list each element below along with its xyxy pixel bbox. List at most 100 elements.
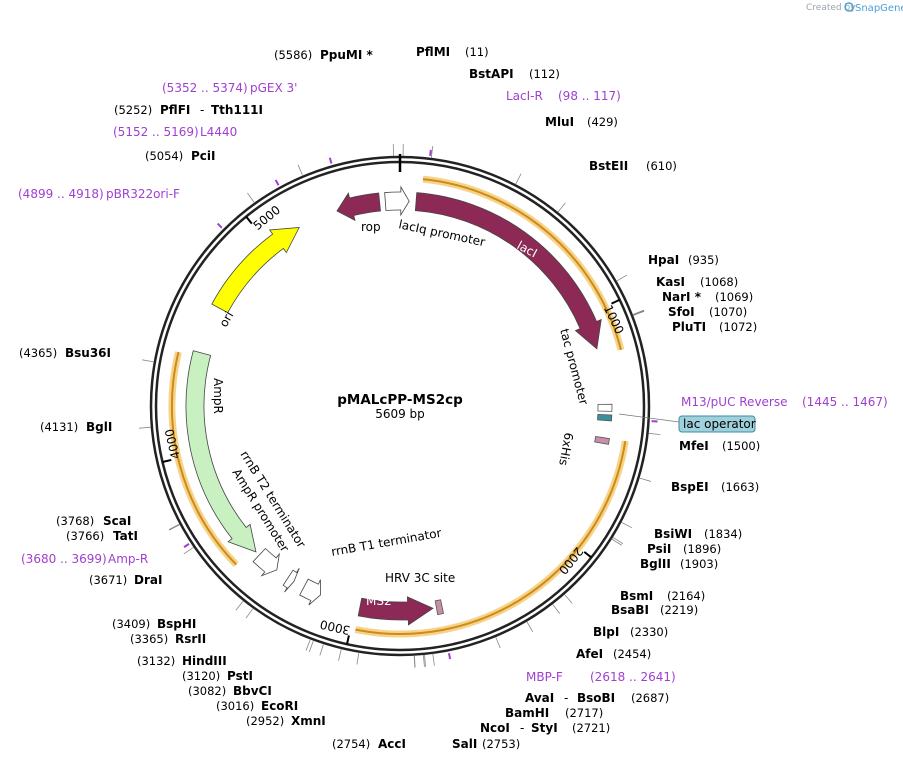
feature-label-lacop: lac operator (683, 417, 756, 431)
enzyme-pos: (5252) (114, 103, 152, 117)
enzyme-pos: (5586) (274, 48, 312, 62)
enzyme-site-line (526, 621, 534, 633)
enzyme-pos: (1069) (715, 290, 753, 304)
enzyme-pos: (2753) (482, 737, 520, 751)
feature-label-ampr: AmpR (211, 378, 225, 414)
orf-line (422, 178, 622, 351)
enzyme-name: HindIII (182, 654, 227, 668)
enzyme-site-line (183, 546, 194, 555)
feature-label-ms2: MS2 (366, 594, 392, 608)
enzyme-site-line (424, 654, 427, 667)
svg-text:-: - (564, 691, 568, 705)
enzyme-pos: (3768) (56, 514, 94, 528)
tick-mark (245, 215, 253, 225)
enzyme-name: BsmI (620, 589, 653, 603)
primer-name: MBP-F (526, 670, 563, 684)
enzyme-name: AvaI (525, 691, 554, 705)
enzyme-name: BamHI (505, 706, 549, 720)
enzyme-site-line (413, 655, 416, 668)
enzyme-site-line (308, 640, 314, 652)
enzyme-pos: (11) (465, 45, 489, 59)
tick-mark (162, 458, 172, 463)
enzyme-site-line (235, 600, 244, 611)
credit-text: Created by (806, 3, 856, 13)
enzyme-pos: (2164) (667, 589, 705, 603)
enzyme-name: HpaI (648, 253, 679, 267)
enzyme-site-line (338, 648, 342, 661)
enzyme-pos: (1070) (709, 305, 747, 319)
primer-site-marker (274, 179, 280, 186)
primer-name: L4440 (200, 125, 237, 139)
enzyme-site-line (142, 359, 154, 363)
enzyme-site-line (611, 538, 623, 546)
enzyme-site-line (515, 173, 522, 185)
enzyme-site-line (632, 310, 645, 316)
enzyme-pos: (3409) (112, 617, 150, 631)
tick-mark (611, 298, 621, 305)
primer-range: (2618 .. 2641) (590, 670, 676, 684)
enzyme-site-line (612, 536, 624, 544)
enzyme-site-line (247, 192, 255, 204)
enzyme-name: BglII (640, 557, 671, 571)
enzyme-name: AfeI (576, 647, 603, 661)
primer-range: (5352 .. 5374) (162, 81, 248, 95)
enzyme-pos: (3132) (137, 654, 175, 668)
feature-ampr (185, 350, 257, 553)
enzyme-labels: (5586) PpuMI * PflMI (11) BstAPI (112) M… (19, 45, 760, 751)
enzyme-site-line (245, 608, 254, 619)
enzyme-pos: (2952) (246, 714, 284, 728)
enzyme-site-line (319, 643, 324, 656)
plasmid-length: 5609 bp (375, 407, 425, 421)
enzyme-name: PstI (227, 669, 253, 683)
feature-laci (414, 192, 602, 350)
tick-label: 4000 (162, 427, 183, 460)
enzyme-pos: (1068) (700, 275, 738, 289)
primer-layer (183, 149, 658, 660)
enzyme-name: BlpI (593, 625, 619, 639)
enzyme-pos: (3365) (130, 632, 168, 646)
enzyme-name: PflFI (160, 103, 190, 117)
enzyme-pos: (1903) (680, 557, 718, 571)
primer-name: pBR322ori-F (106, 187, 180, 201)
orf-line (355, 440, 627, 635)
svg-text:-: - (520, 721, 524, 735)
enzyme-name: BstEII (589, 159, 628, 173)
svg-text:-: - (200, 103, 204, 117)
feature-label-ori: ori (216, 309, 236, 330)
enzyme-name: TatI (113, 529, 138, 543)
enzyme-pos: (4365) (19, 346, 57, 360)
feature-lacop (597, 413, 613, 422)
enzyme-site-line (552, 603, 561, 614)
enzyme-pos: (3082) (188, 684, 226, 698)
feature-label-his: 6xHis (556, 431, 576, 466)
enzyme-name: RsrII (175, 632, 206, 646)
primer-range: (98 .. 117) (558, 89, 621, 103)
enzyme-name: PluTI (672, 320, 706, 334)
enzyme-name: PciI (191, 149, 216, 163)
lac-operator-leader (618, 413, 680, 423)
enzyme-name: BspEI (671, 480, 709, 494)
enzyme-name: NarI * (662, 290, 702, 304)
feature-layer (185, 185, 613, 626)
enzyme-site-line (422, 654, 425, 667)
enzyme-name: PsiI (647, 542, 671, 556)
enzyme-name: NcoI (480, 721, 510, 735)
enzyme-name: EcoRI (261, 699, 298, 713)
enzyme-pos: (3016) (216, 699, 254, 713)
enzyme-site-line (495, 636, 501, 649)
feature-label-rop: rop (361, 220, 381, 234)
enzyme-site-line (632, 310, 645, 316)
enzyme-name: BstAPI (469, 67, 514, 81)
enzyme-pos: (2454) (613, 647, 651, 661)
enzyme-pos: (1896) (683, 542, 721, 556)
feature-laciq (384, 185, 410, 217)
primer-name: pGEX 3' (250, 81, 297, 95)
snapgene-logo-icon (844, 2, 854, 12)
feature-his (594, 435, 610, 445)
enzyme-pos: (3766) (66, 529, 104, 543)
primer-site-marker (216, 222, 223, 229)
primer-range: (5152 .. 5169) (113, 125, 199, 139)
primer-labels: (5352 .. 5374) pGEX 3' LacI-R (98 .. 117… (18, 81, 888, 684)
enzyme-name: Tth111I (211, 103, 263, 117)
enzyme-name: MluI (545, 115, 574, 129)
